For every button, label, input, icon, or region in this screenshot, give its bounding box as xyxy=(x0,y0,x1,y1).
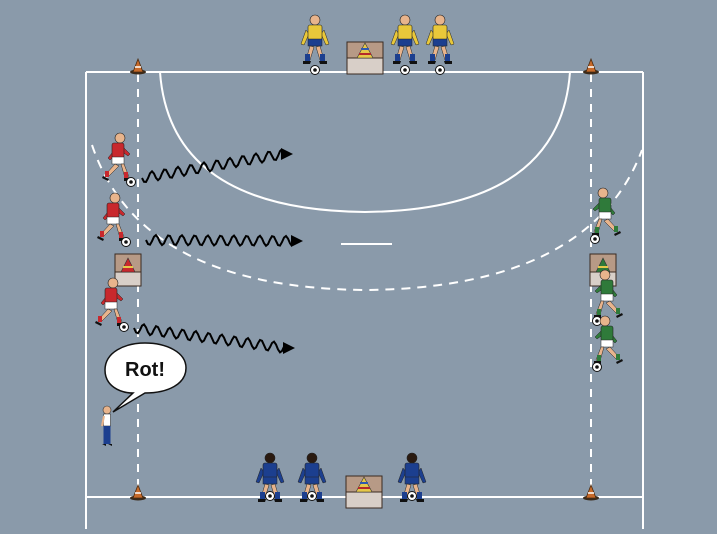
dribble-arrow-2 xyxy=(145,233,293,248)
nine-meter-line xyxy=(91,144,643,292)
player-blue xyxy=(397,452,427,502)
player-yellow xyxy=(300,14,330,64)
speech-bubble xyxy=(104,342,187,413)
arrow-head-1 xyxy=(281,148,293,160)
ball-icon xyxy=(307,491,317,501)
ball-icon xyxy=(435,65,445,75)
cone-top-right xyxy=(583,57,599,75)
dribble-arrows xyxy=(133,148,293,354)
speech-bubble-text: Rot! xyxy=(125,359,165,381)
player-blue xyxy=(297,452,327,502)
ball-icon xyxy=(590,234,600,244)
six-meter-line xyxy=(159,71,571,214)
coach xyxy=(101,405,112,446)
player-red xyxy=(102,132,131,181)
cone-box-top xyxy=(346,41,384,75)
ball-icon xyxy=(119,322,129,332)
ball-icon xyxy=(310,65,320,75)
cone-box-bottom xyxy=(345,475,383,509)
player-green xyxy=(592,187,621,236)
arrow-head-3 xyxy=(283,342,295,354)
player-yellow xyxy=(425,14,455,64)
ball-icon xyxy=(265,491,275,501)
player-yellow xyxy=(390,14,420,64)
player-red xyxy=(95,277,124,326)
cone-bottom-right xyxy=(583,483,599,501)
ball-icon xyxy=(592,362,602,372)
court-lines xyxy=(85,71,644,529)
ball-icon xyxy=(400,65,410,75)
dribble-arrow-3 xyxy=(133,323,285,354)
ball-icon xyxy=(121,237,131,247)
cone-box-left xyxy=(114,253,142,287)
ball-icon xyxy=(407,491,417,501)
player-green xyxy=(594,269,623,318)
arrow-heads xyxy=(281,148,303,354)
player-red xyxy=(97,192,126,241)
ball-icon xyxy=(592,316,602,326)
ball-icon xyxy=(126,177,136,187)
arrow-head-2 xyxy=(291,235,303,247)
dribble-arrow-1 xyxy=(141,148,283,184)
cone-top-left xyxy=(130,57,146,75)
players xyxy=(95,14,623,502)
cone-bottom-left xyxy=(130,483,146,501)
player-blue xyxy=(255,452,285,502)
